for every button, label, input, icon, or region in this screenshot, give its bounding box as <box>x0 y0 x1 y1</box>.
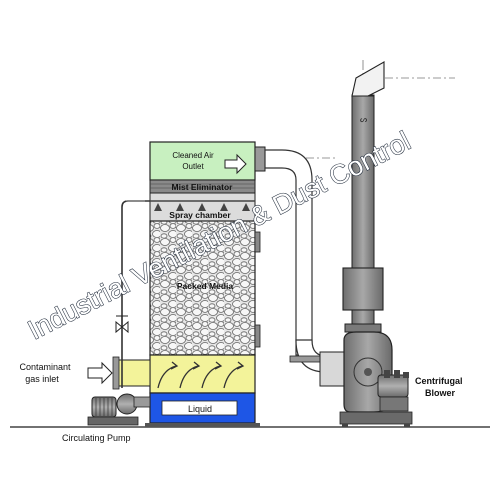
outlet-duct <box>254 146 349 387</box>
recirculation-pipe <box>121 200 150 388</box>
blower-motor <box>377 374 409 398</box>
spray-chamber-label: Spray chamber <box>169 210 231 220</box>
blower-base <box>339 411 413 425</box>
inlet-flange <box>112 356 120 390</box>
outlet-flange <box>254 146 266 172</box>
scrubber-tower <box>145 141 261 427</box>
contaminant-inlet-label-2: gas inlet <box>25 374 59 384</box>
packed-media-label: Packed Media <box>177 281 233 291</box>
circulating-pump <box>87 393 151 426</box>
contaminant-inlet <box>87 356 151 390</box>
exhaust-stack: ᔕ <box>342 61 385 333</box>
liquid-label-box <box>161 400 238 416</box>
centrifugal-blower <box>339 331 413 427</box>
inlet-arrow-icon <box>87 361 113 385</box>
packed-media-bed <box>149 220 256 356</box>
side-port-upper <box>254 231 261 253</box>
tower-base <box>145 423 260 427</box>
mist-eliminator-label: Mist Eliminator <box>172 182 234 192</box>
blower-inlet-box <box>319 351 349 387</box>
cleaned-air-label-1: Cleaned Air <box>172 151 214 160</box>
contaminant-inlet-label-1: Contaminant <box>19 362 71 372</box>
pump-base <box>87 416 139 426</box>
centrifugal-blower-label-1: Centrifugal <box>415 376 463 386</box>
liquid-label: Liquid <box>188 404 212 414</box>
gas-flow-arrows <box>157 361 245 389</box>
stack-silencer <box>342 267 384 311</box>
stack-cap <box>351 61 385 97</box>
centrifugal-blower-label-2: Blower <box>425 388 456 398</box>
pump-suction-pipe <box>133 396 151 408</box>
cleaned-air-label-2: Outlet <box>182 162 204 171</box>
spray-nozzles <box>154 203 250 211</box>
outlet-arrow-icon <box>224 153 247 175</box>
side-port-lower <box>254 324 261 348</box>
circulating-pump-label: Circulating Pump <box>62 433 131 443</box>
svg-text:ᔕ: ᔕ <box>360 115 367 124</box>
